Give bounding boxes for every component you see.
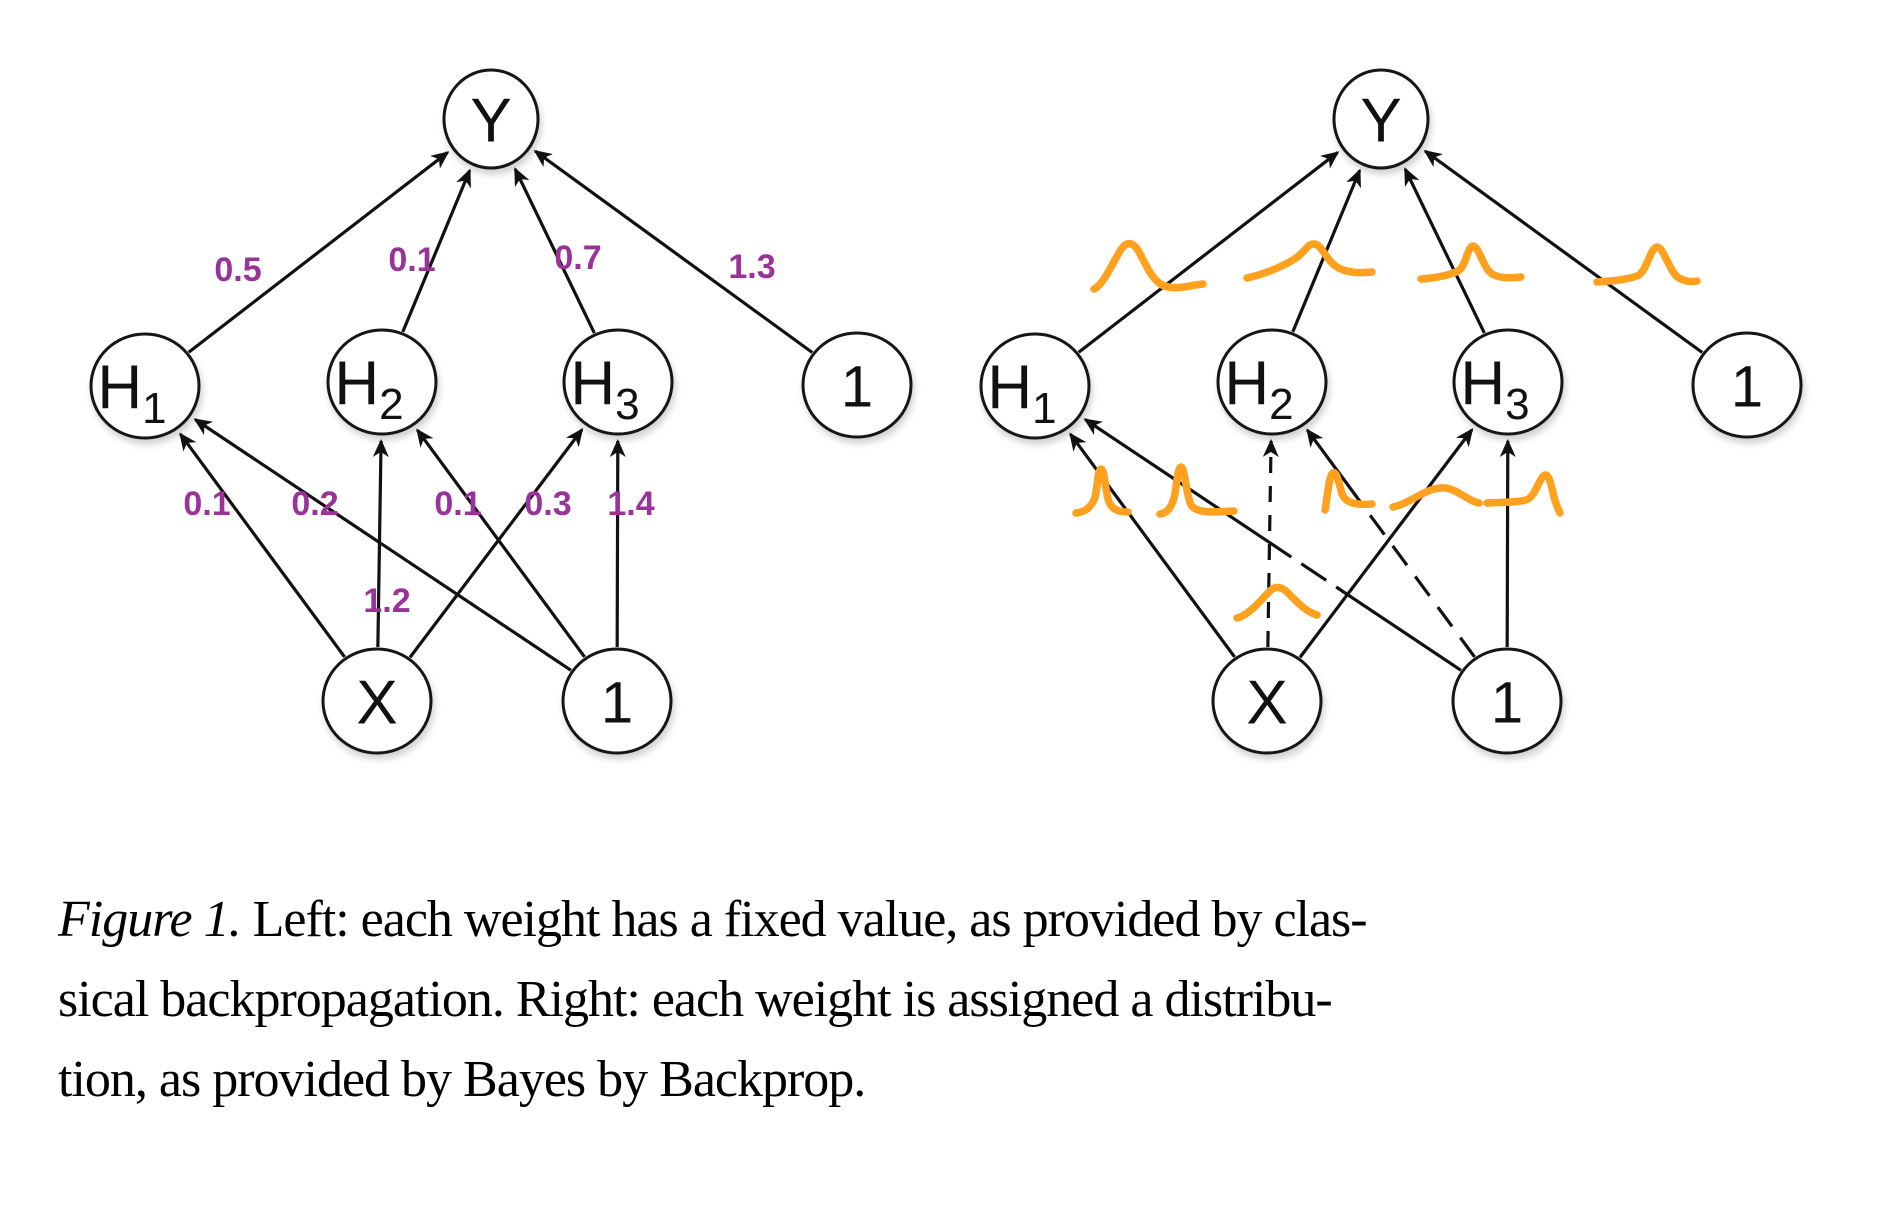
node-circle-H3-right [1452,328,1564,436]
caption-text: Left: each weight has a fixed value, as … [252,891,1368,948]
caption-line: sical backpropagation. Right: each weigh… [58,971,1333,1028]
node-label-B2-left: 1 [601,671,633,736]
caption-figure-label: Figure 1. [58,891,242,948]
node-B2-left: 1 [561,647,673,755]
node-circle-H2-right [1216,328,1328,436]
weight-label-H2-Y: 0.1 [388,241,435,279]
distribution-curve-H3-Y [1417,242,1525,283]
edge-H3-Y-right [1403,167,1486,334]
node-X-left: X [321,647,433,755]
node-label-Y-left: Y [470,87,511,156]
node-circle-H2-left [326,328,438,436]
edge-H3-Y-left [513,167,596,334]
distribution-curve-H2-Y [1243,240,1376,282]
edge-X-H2-right [1262,438,1279,648]
weight-label-X-H2: 1.2 [363,582,410,620]
node-circle-Y-right [1332,68,1430,170]
distribution-curve-H1-Y [1090,239,1207,293]
weight-label-H1-Y: 0.5 [214,251,261,289]
node-circle-Y-left [442,68,540,170]
edge-B2-H2-right [1306,428,1476,658]
edge-H1-Y-right [1077,151,1340,354]
node-circle-H1-left [89,332,201,440]
node-H2-left: H2 [326,328,438,436]
distribution-curve-B2-H3 [1483,471,1564,517]
distribution-curve-B2-H2 [1321,468,1376,514]
edge-X-H2-left [372,438,389,648]
edge-B1-Y-left [533,149,814,354]
weight-labels-layer: 0.5 0.1 0.7 1.3 0.1 0.2 1.2 0.1 0.3 1.4 [183,239,775,620]
edge-B2-H1-left [193,418,572,672]
node-circle-X-left [321,647,433,755]
node-H2-right: H2 [1216,328,1328,436]
node-X-right: X [1211,647,1323,755]
node-circle-X-right [1211,647,1323,755]
weight-label-B1-Y: 1.3 [728,248,775,286]
distribution-curve-X-H1 [1072,465,1132,517]
edge-B1-Y-right [1423,149,1704,354]
node-B1-left: 1 [801,331,913,439]
edge-X-H3-left [408,428,584,659]
weight-label-B2-H2: 0.1 [434,485,481,523]
edge-X-H1-right [1069,432,1236,658]
node-circle-B2-right [1451,647,1563,755]
node-H1-left: H1 [89,332,201,440]
distribution-curve-X-H3 [1389,484,1483,511]
node-Y-right: Y [1332,68,1430,170]
distribution-curve-B2-H1 [1156,463,1238,518]
node-label-B2-right: 1 [1491,671,1523,736]
weight-label-B2-H3: 1.4 [607,485,654,523]
node-H3-right: H3 [1452,328,1564,436]
caption-line: tion, as provided by Bayes by Backprop. [58,1051,866,1108]
node-label-B1-right: 1 [1731,355,1763,420]
weight-label-X-H1: 0.1 [183,485,230,523]
node-circle-B2-left [561,647,673,755]
edge-X-H1-left [179,432,346,658]
node-H1-right: H1 [979,332,1091,440]
edge-B2-H3-left [609,438,626,648]
node-label-X-right: X [1246,669,1287,738]
weight-label-X-H3: 0.3 [524,485,571,523]
node-label-X-left: X [356,669,397,738]
edge-B2-H3-right [1499,438,1516,648]
edges-layer [179,149,1704,672]
edge-H1-Y-left [187,151,450,354]
node-circle-B1-right [1691,331,1803,439]
node-label-B1-left: 1 [841,355,873,420]
node-circle-H1-right [979,332,1091,440]
weight-label-B2-H1: 0.2 [291,485,338,523]
edge-B2-H2-left [416,428,586,658]
node-B2-right: 1 [1451,647,1563,755]
node-circle-H3-left [562,328,674,436]
node-H3-left: H3 [562,328,674,436]
node-label-Y-right: Y [1360,87,1401,156]
node-B1-right: 1 [1691,331,1803,439]
figure-caption: Figure 1. Left: each weight has a fixed … [58,880,1658,1120]
weight-label-H3-Y: 0.7 [554,239,601,277]
node-circle-B1-left [801,331,913,439]
distribution-curve-X-H2 [1233,583,1321,622]
edge-X-H3-right [1298,428,1474,659]
node-Y-left: Y [442,68,540,170]
distribution-curve-B1-Y [1593,243,1701,286]
edge-H2-Y-left [401,168,472,333]
edge-B2-H1-right [1083,418,1462,672]
caption-line: Figure 1. Left: each weight has a fixed … [58,880,1658,960]
distribution-curves-layer [1072,239,1701,622]
